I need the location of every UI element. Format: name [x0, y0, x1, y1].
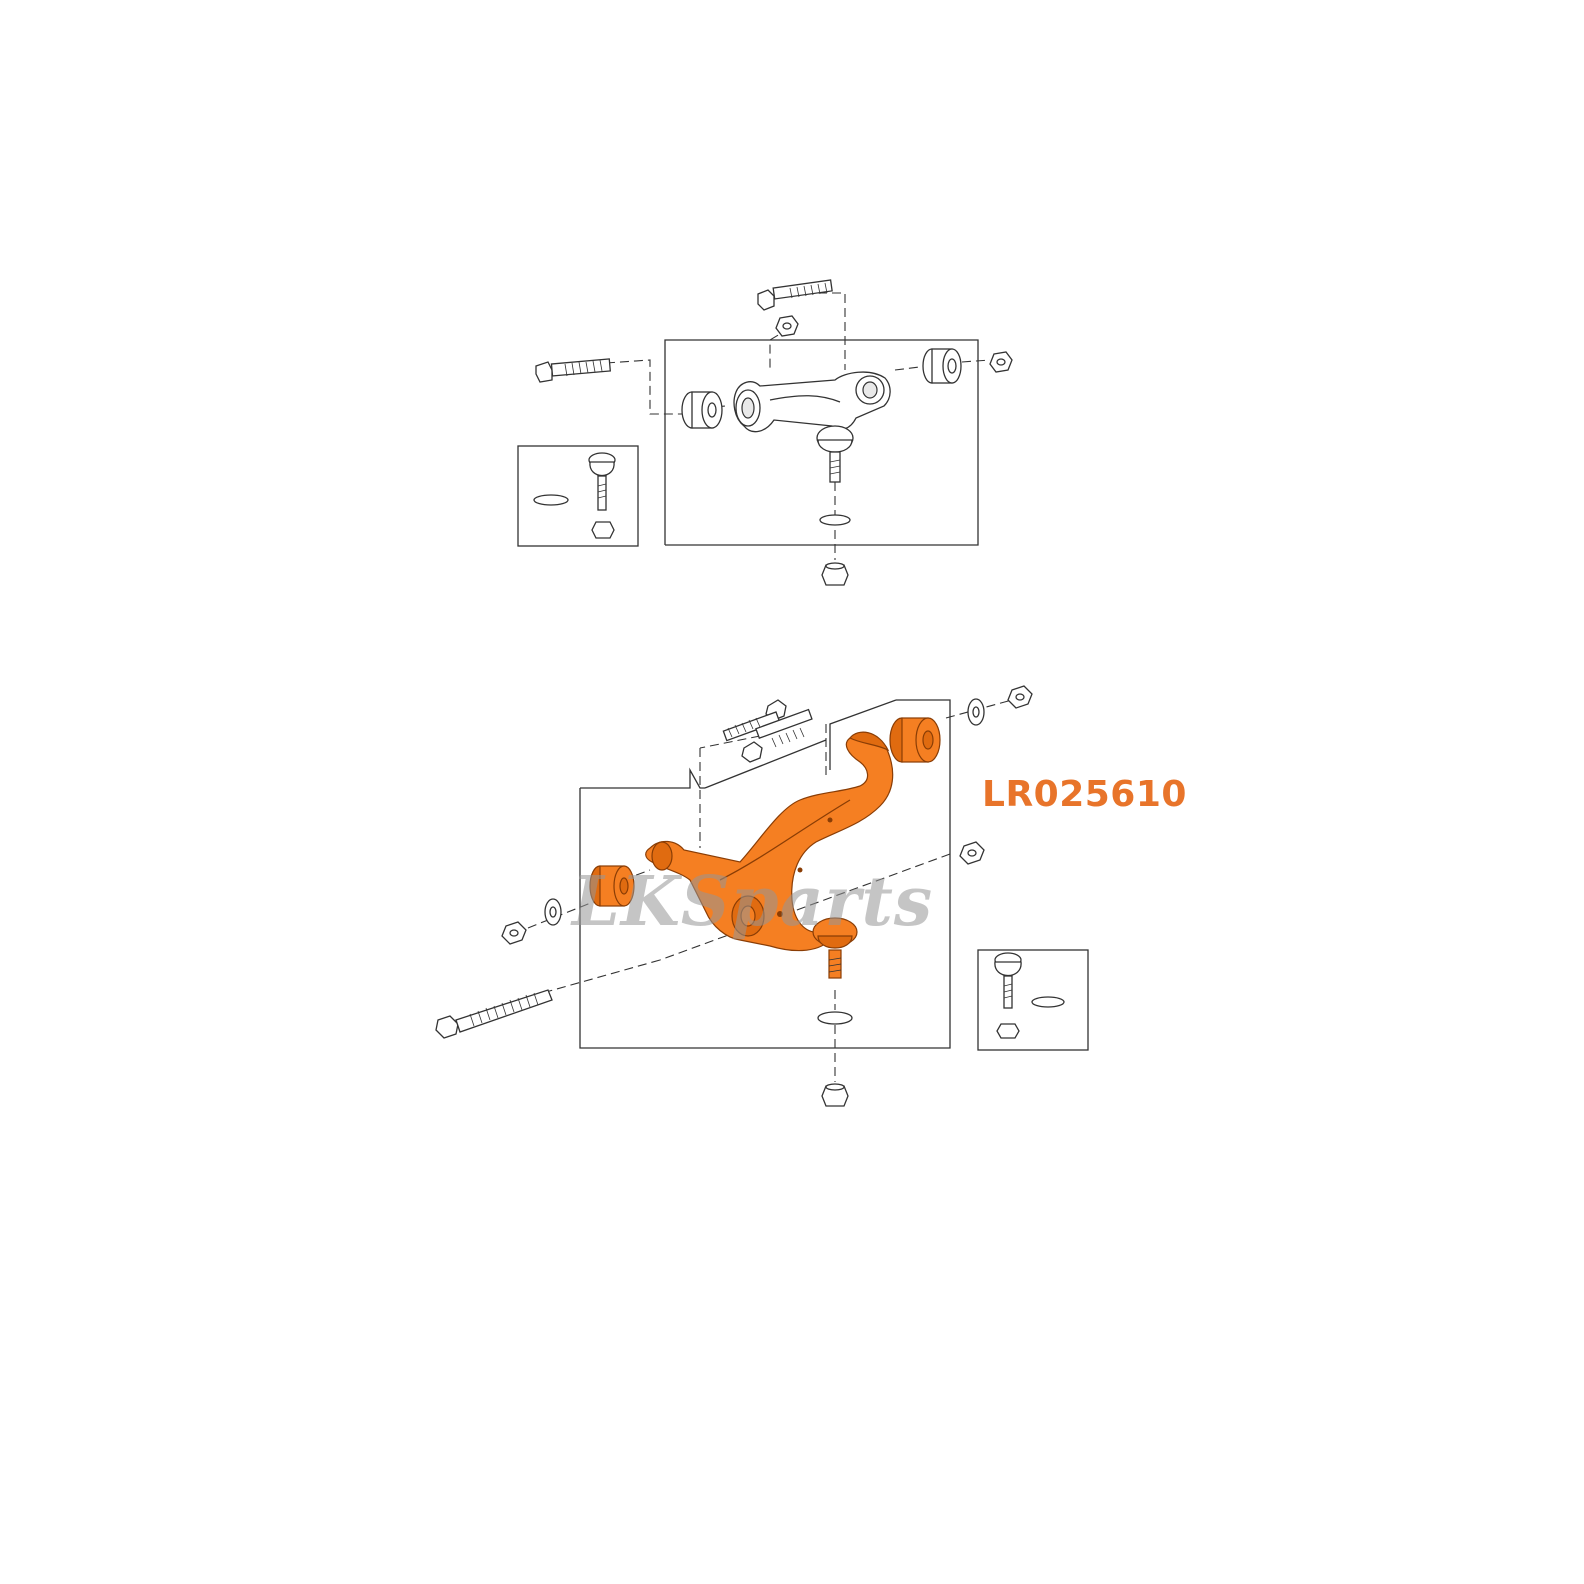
lower-frame [580, 767, 705, 789]
lower-mid-nut [959, 841, 985, 865]
upper-circlip [819, 514, 851, 526]
lower-long-bolt [435, 989, 553, 1039]
lower-ball-joint [812, 917, 858, 979]
upper-top-bolt [757, 279, 833, 311]
lower-rear-bushing [889, 717, 941, 763]
lower-inset-ball-joint-kit [977, 949, 1089, 1051]
upper-inset-ball-joint-kit [517, 445, 639, 547]
part-number-label: LR025610 [982, 774, 1187, 815]
lower-front-bushing [589, 865, 635, 907]
upper-control-arm [733, 371, 891, 433]
lower-dashed-lines [527, 699, 1013, 1082]
upper-right-nut [989, 351, 1013, 373]
upper-small-nut [775, 315, 799, 337]
lower-rear-washer-nut [967, 685, 1033, 726]
upper-frame [664, 339, 979, 546]
lower-assembly [435, 685, 1089, 1107]
lower-circlip [817, 1011, 853, 1025]
upper-rear-bushing [922, 348, 962, 384]
upper-ball-joint [816, 425, 854, 483]
watermark-text: LKSparts [572, 862, 934, 942]
lower-bottom-nut [821, 1083, 849, 1107]
lower-front-washer-nut [501, 898, 562, 945]
lower-twin-bolts [722, 699, 813, 763]
lower-control-arm [645, 731, 894, 952]
upper-bottom-nut [821, 562, 849, 586]
upper-assembly [517, 279, 1013, 586]
upper-long-bolt [535, 358, 612, 383]
upper-front-bushing [681, 391, 723, 429]
upper-dashed-lines [605, 292, 991, 560]
